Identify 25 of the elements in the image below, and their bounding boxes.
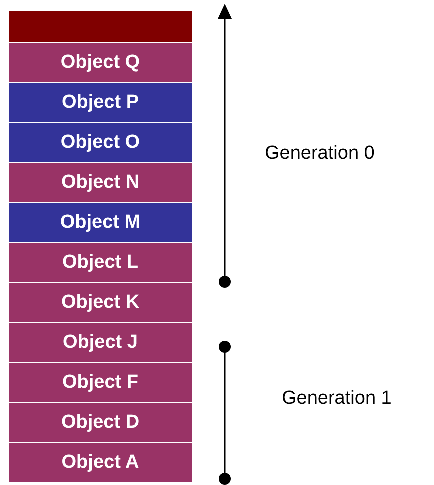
memory-block <box>9 323 192 362</box>
memory-block <box>9 403 192 442</box>
memory-block <box>9 243 192 282</box>
object-label: Object O <box>60 132 140 154</box>
object-label: Object A <box>62 452 140 474</box>
object-label: Object N <box>61 172 140 194</box>
object-label: Object F <box>62 372 138 394</box>
memory-block <box>9 443 192 482</box>
memory-block <box>9 363 192 402</box>
object-label: Object P <box>62 92 140 114</box>
memory-block <box>9 123 192 162</box>
object-label: Object J <box>63 332 138 354</box>
object-label: Object K <box>61 292 140 314</box>
memory-block <box>9 11 192 42</box>
object-label: Object Q <box>60 52 140 74</box>
generation-label: Generation 0 <box>265 143 375 165</box>
memory-block <box>9 283 192 322</box>
object-label: Object L <box>62 252 138 274</box>
object-label: Object M <box>60 212 141 234</box>
object-label: Object D <box>61 412 140 434</box>
memory-block <box>9 83 192 122</box>
memory-block <box>9 203 192 242</box>
memory-block <box>9 43 192 82</box>
memory-block <box>9 163 192 202</box>
generation-label: Generation 1 <box>282 388 392 410</box>
